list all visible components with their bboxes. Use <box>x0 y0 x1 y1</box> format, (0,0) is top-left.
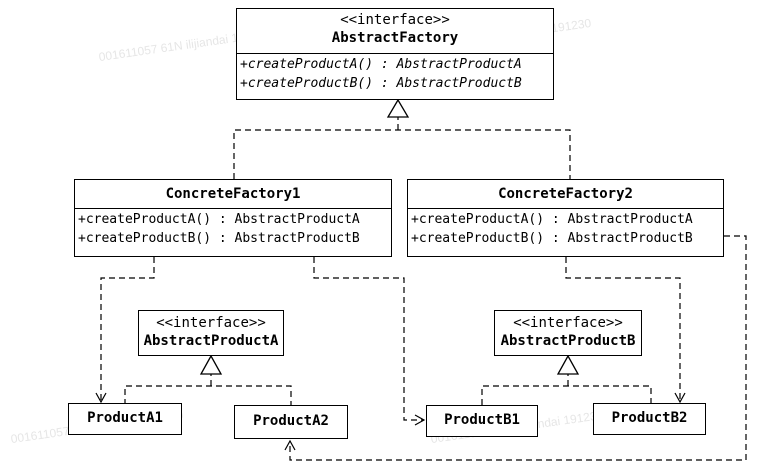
abstract-factory-operations: +createProductA() : AbstractProductA +cr… <box>237 53 553 95</box>
realization-line-product-a <box>124 385 292 405</box>
operation-create-product-b: +createProductB() : AbstractProductB <box>78 231 360 246</box>
concrete-factory-1-class[interactable]: ConcreteFactory1 +createProductA() : Abs… <box>74 179 392 257</box>
generalization-triangle-factory <box>386 98 410 118</box>
abstract-product-b-name: AbstractProductB <box>500 333 636 349</box>
operation-create-product-a: +createProductA() : AbstractProductA <box>78 212 360 227</box>
concrete-factory-2-operations: +createProductA() : AbstractProductA +cr… <box>408 208 723 250</box>
operation-create-product-b: +createProductB() : AbstractProductB <box>240 76 522 91</box>
product-b2-class[interactable]: ProductB2 <box>593 403 706 435</box>
abstract-factory-class[interactable]: <<interface>> AbstractFactory +createPro… <box>236 8 554 100</box>
operation-create-product-a: +createProductA() : AbstractProductA <box>240 57 522 72</box>
dependency-cf2-producta2 <box>284 235 747 461</box>
abstract-product-b-class[interactable]: <<interface>> AbstractProductB <box>494 310 642 356</box>
abstract-product-a-stereotype: <<interface>> <box>156 315 266 331</box>
concrete-factory-1-operations: +createProductA() : AbstractProductA +cr… <box>75 208 391 250</box>
generalization-triangle-product-a <box>199 354 223 375</box>
abstract-product-a-name: AbstractProductA <box>143 333 279 349</box>
product-b1-class[interactable]: ProductB1 <box>426 405 538 437</box>
abstract-product-b-stereotype: <<interface>> <box>513 315 623 331</box>
abstract-factory-name: AbstractFactory <box>331 30 459 46</box>
product-a2-class[interactable]: ProductA2 <box>234 405 348 439</box>
concrete-factory-2-class[interactable]: ConcreteFactory2 +createProductA() : Abs… <box>407 179 724 257</box>
abstract-product-a-class[interactable]: <<interface>> AbstractProductA <box>138 310 284 356</box>
product-a1-class[interactable]: ProductA1 <box>68 403 182 435</box>
operation-create-product-b: +createProductB() : AbstractProductB <box>411 231 693 246</box>
realization-line-product-b <box>481 385 652 405</box>
product-a2-name: ProductA2 <box>253 413 329 429</box>
dependency-cf1-productb1 <box>313 257 426 426</box>
dependency-cf2-productb2 <box>565 257 686 404</box>
dependency-cf1-producta1 <box>95 257 155 404</box>
product-a1-name: ProductA1 <box>87 410 163 426</box>
realization-line-factory1 <box>233 129 571 179</box>
operation-create-product-a: +createProductA() : AbstractProductA <box>411 212 693 227</box>
product-b2-name: ProductB2 <box>611 410 688 426</box>
concrete-factory-1-name: ConcreteFactory1 <box>165 186 301 202</box>
concrete-factory-2-name: ConcreteFactory2 <box>498 186 633 202</box>
product-b1-name: ProductB1 <box>444 412 520 428</box>
generalization-triangle-product-b <box>556 354 580 375</box>
abstract-factory-stereotype: <<interface>> <box>340 12 450 28</box>
